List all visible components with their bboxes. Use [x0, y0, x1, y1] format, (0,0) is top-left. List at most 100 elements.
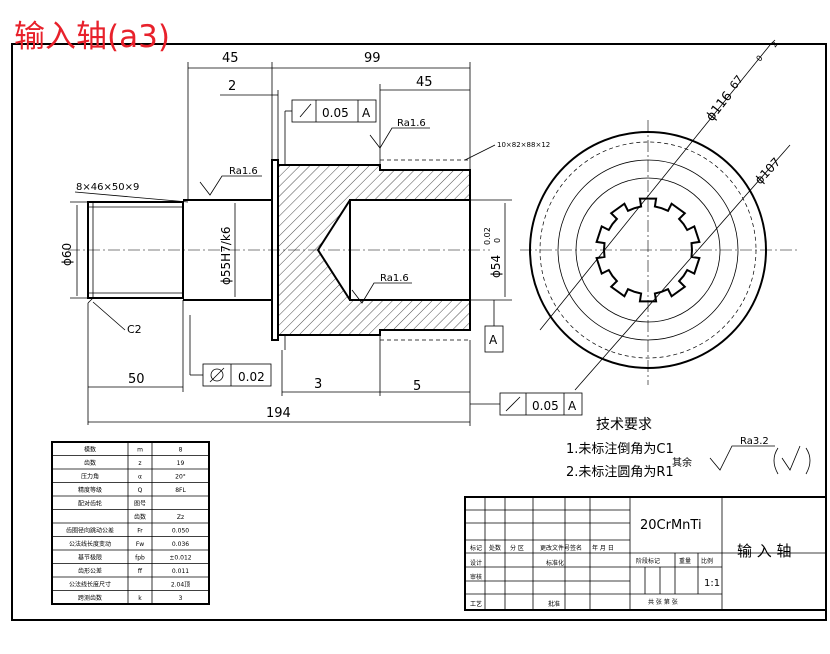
revision-grid	[465, 497, 630, 610]
dim-phi55: ϕ55H7/k6	[219, 227, 233, 285]
svg-text:共 张 第 张: 共 张 第 张	[648, 598, 678, 606]
section-hatching	[278, 165, 470, 335]
svg-text:工艺: 工艺	[470, 600, 482, 608]
shaft-dimensions: 45 99 45 2 ϕ60 ϕ55H7/k6 ϕ54 0.02 0 50	[60, 51, 550, 426]
svg-text:2: 2	[769, 40, 779, 50]
params-cell: 齿形公差	[78, 567, 102, 575]
params-cell: 0.036	[172, 541, 189, 548]
dim-99: 99	[364, 51, 381, 66]
params-cell: 公法线长度尺寸	[69, 581, 111, 589]
svg-text:0: 0	[754, 54, 764, 64]
spline-left-label: 8×46×50×9	[76, 182, 139, 193]
params-cell: 跨测齿数	[78, 594, 102, 602]
params-cell: 模数	[84, 446, 96, 454]
roughness-other-value: Ra3.2	[740, 436, 769, 447]
params-cell: Fw	[136, 541, 144, 548]
dim-2: 2	[228, 79, 236, 94]
part-name: 输 入 轴	[737, 542, 792, 560]
svg-text:年 月 日: 年 月 日	[592, 544, 614, 552]
dim-45-top: 45	[222, 51, 239, 66]
params-cell: 配对齿轮	[78, 500, 102, 508]
params-cell: Zz	[177, 514, 184, 521]
dim-3: 3	[314, 377, 322, 392]
params-cell: 基节极限	[78, 554, 102, 562]
roughness-2: Ra1.6	[397, 118, 426, 129]
roughness-other-symbol	[709, 445, 775, 471]
tech-req-1: 1.未标注倒角为C1	[566, 442, 674, 457]
params-cell: 齿数	[84, 459, 96, 467]
params-cell: α	[138, 474, 142, 481]
svg-text:设计: 设计	[470, 559, 482, 567]
svg-text:0: 0	[493, 238, 502, 243]
params-cell: 0.050	[172, 528, 189, 535]
dim-45-right: 45	[416, 75, 433, 90]
svg-text:比例: 比例	[701, 557, 713, 565]
params-cell: 3	[179, 595, 183, 602]
svg-text:0.02: 0.02	[238, 370, 265, 384]
roughness-symbols: Ra1.6 Ra1.6 Ra1.6	[199, 118, 430, 304]
svg-text:签名: 签名	[570, 544, 582, 552]
dim-5: 5	[413, 379, 421, 394]
params-cell: Q	[138, 487, 143, 494]
datum-a: A	[484, 300, 504, 353]
dim-phi54: ϕ54	[489, 255, 503, 278]
svg-text:标准化: 标准化	[546, 559, 564, 567]
svg-text:0.05: 0.05	[532, 399, 559, 413]
sheet-title: 输入轴(a3)	[14, 19, 170, 55]
tolerance-frame-3: 0.05 A	[470, 392, 583, 416]
params-cell: 2.04顶	[171, 582, 190, 589]
params-cell: 精度等级	[78, 486, 102, 494]
shaft-section-view	[68, 150, 490, 350]
params-cell: 20°	[175, 474, 186, 481]
params-cell: ±0.012	[169, 555, 191, 562]
tech-req-title: 技术要求	[596, 417, 652, 433]
technical-requirements: 技术要求 1.未标注倒角为C1 2.未标注圆角为R1 其余 Ra3.2	[566, 417, 811, 480]
svg-text:分 区: 分 区	[510, 544, 524, 552]
roughness-1: Ra1.6	[229, 166, 258, 177]
spline-bore	[595, 197, 701, 303]
params-cell: 压力角	[81, 473, 99, 481]
svg-text:A: A	[489, 333, 498, 347]
svg-text:处数: 处数	[489, 544, 501, 552]
material: 20CrMnTi	[640, 518, 702, 533]
dim-50: 50	[128, 372, 145, 387]
tolerance-frame-1: 0.05 A	[284, 99, 377, 150]
params-cell: 齿圈径向跳动公差	[66, 527, 114, 535]
roughness-3: Ra1.6	[380, 273, 409, 284]
svg-text:阶段标记: 阶段标记	[636, 557, 660, 565]
spline-right-label: 10×82×88×12	[497, 141, 550, 149]
sheet-border	[11, 43, 827, 621]
dim-phi107: ϕ107	[752, 155, 783, 187]
svg-text:审核: 审核	[470, 573, 482, 581]
svg-text:A: A	[362, 106, 371, 120]
dim-c2: C2	[127, 323, 142, 336]
params-cell: k	[138, 595, 142, 602]
roughness-other-label: 其余	[672, 456, 692, 469]
params-cell: 公法线长度变动	[69, 540, 111, 548]
svg-text:0.05: 0.05	[322, 106, 349, 120]
params-cell: 8FL	[175, 487, 186, 494]
scale: 1:1	[704, 578, 720, 589]
title-block: 20CrMnTi 输 入 轴 1:1 阶段标记 重量 比例 共 张 第 张 标记…	[464, 496, 827, 611]
params-cell: 8	[179, 447, 183, 454]
svg-text:重量: 重量	[679, 557, 691, 565]
tolerance-frame-2: 0.02	[189, 315, 272, 387]
params-cell: 0.011	[172, 568, 189, 575]
params-cell: z	[138, 460, 141, 467]
outer-circle	[529, 131, 767, 369]
spline-end	[87, 201, 184, 299]
gear-end-view: ϕ116 67 0 2 ϕ107	[520, 40, 800, 391]
params-cell: 19	[177, 460, 185, 467]
dim-phi60: ϕ60	[60, 243, 74, 266]
params-cell: m	[137, 447, 143, 454]
params-cell: 图号	[134, 501, 146, 508]
dim-194: 194	[266, 406, 291, 421]
svg-text:A: A	[568, 399, 577, 413]
params-cell: ff	[138, 568, 143, 575]
tech-req-2: 2.未标注圆角为R1	[566, 465, 674, 480]
svg-text:批准: 批准	[548, 600, 560, 608]
svg-text:67: 67	[727, 73, 746, 92]
